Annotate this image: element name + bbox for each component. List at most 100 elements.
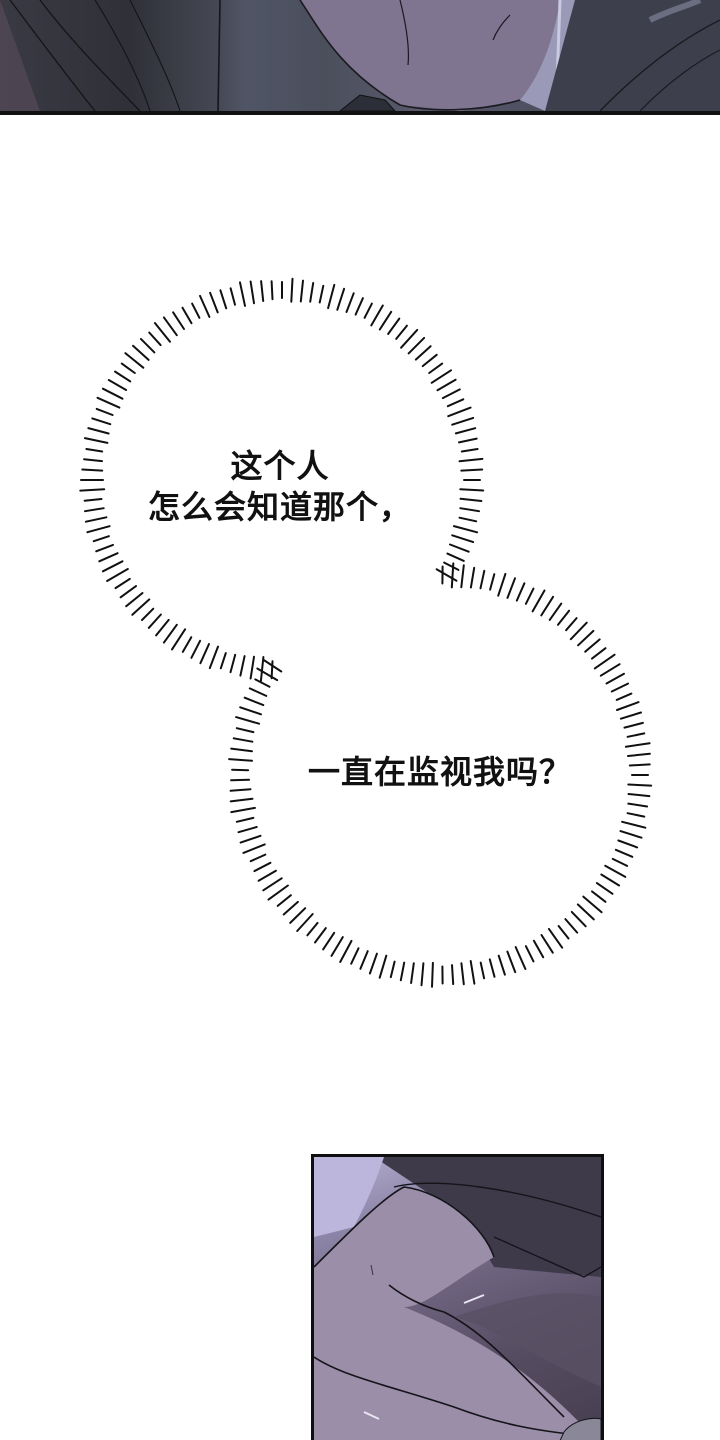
bubble-tick [488, 958, 496, 978]
bubble-tick [318, 284, 325, 304]
bubble-tick [524, 945, 535, 963]
bubble-tick [621, 820, 647, 829]
bubble-tick [314, 927, 327, 944]
bubble-tick [101, 387, 124, 400]
bubble-tick [450, 562, 455, 589]
bubble-tick [557, 925, 570, 940]
bubble-tick [582, 895, 603, 914]
bubble-tick [378, 310, 393, 331]
bubble-tick [242, 843, 266, 854]
bubble-tick [153, 322, 171, 343]
bubble-tick [460, 564, 465, 589]
bubble-tick [229, 653, 237, 674]
bubble-tick [267, 884, 289, 901]
bubble-tick [239, 655, 246, 677]
bubble-tick [289, 907, 307, 924]
bubble-tick [615, 692, 633, 701]
bubble-1-line-2: 怎么会知道那个， [147, 488, 412, 526]
bubble-tick [147, 613, 162, 629]
bubble-tick [239, 834, 262, 844]
bubble-tick [600, 873, 621, 887]
bubble-tick [616, 701, 640, 711]
bubble-tick [229, 287, 236, 306]
bubble-tick [420, 962, 425, 987]
bubble-tick [623, 721, 644, 729]
bubble-tick [248, 687, 268, 697]
bubble-tick [460, 448, 479, 453]
bubble-tick [436, 378, 457, 392]
bubble-tick [350, 947, 360, 965]
bubble-tick [249, 655, 255, 680]
bubble-tick [497, 572, 507, 597]
bubble-tick [506, 950, 517, 974]
bubble-tick [228, 758, 253, 762]
bubble-tick [506, 577, 516, 599]
bubble-tick [458, 457, 484, 463]
bubble-tick [451, 534, 475, 544]
bubble-tick [235, 816, 255, 823]
bubble-tick [619, 711, 642, 720]
bubble-tick [101, 560, 124, 573]
bubble-tick [359, 950, 369, 970]
bubble-tick [460, 468, 484, 472]
bubble-tick [479, 961, 486, 980]
bubble-tick [125, 592, 144, 608]
bubble-tick [87, 427, 110, 435]
bubble-tick [141, 607, 155, 621]
bubble-tick [120, 362, 136, 374]
bubble-tick [306, 921, 319, 937]
bubble-tick [92, 535, 110, 543]
bubble-tick [219, 289, 228, 310]
bubble-tick [119, 585, 137, 599]
bubble-tick [262, 659, 283, 673]
thought-bubble-2-text: 一直在监视我吗？ [295, 752, 585, 793]
bubble-tick [354, 297, 364, 316]
bubble-tick [254, 678, 271, 688]
chin-neck-illustration [0, 0, 720, 111]
bubble-tick [454, 427, 477, 435]
bubble-tick [414, 345, 432, 361]
bubble-tick [259, 656, 265, 682]
bubble-tick [469, 566, 476, 589]
bubble-tick [451, 964, 455, 986]
bubble-tick [531, 589, 546, 613]
bubble-tick [249, 280, 255, 305]
bubble-tick [124, 352, 145, 369]
bubble-tick [131, 598, 151, 616]
bubble-tick [81, 468, 104, 472]
bubble-tick [469, 960, 476, 985]
bubble-tick [532, 939, 545, 959]
bubble-tick [270, 280, 274, 301]
bubble-tick [155, 618, 170, 637]
bubble-tick [459, 507, 480, 513]
bubble-tick [627, 783, 653, 787]
bubble-tick [171, 628, 187, 651]
thought-bubble-1-text: 这个人 怎么会知道那个， [130, 446, 430, 528]
bubble-tick [565, 617, 578, 632]
bubble-tick [260, 280, 265, 302]
bubble-tick [243, 696, 265, 707]
bubble-tick [230, 806, 256, 814]
bubble-tick [540, 595, 555, 617]
bubble-tick [132, 344, 150, 361]
bubble-tick [458, 516, 478, 523]
bubble-tick [628, 763, 651, 767]
bubble-tick [339, 939, 353, 963]
bubble-tick [299, 279, 304, 303]
bubble-tick [389, 960, 396, 979]
bubble-tick [239, 706, 262, 716]
bubble-tick [446, 398, 465, 408]
bubble-tick [237, 826, 258, 834]
bubble-tick [199, 294, 211, 318]
bubble-tick [460, 962, 465, 986]
bubble-tick [626, 732, 646, 738]
bubble-tick [232, 737, 254, 743]
bubble-tick [290, 277, 294, 303]
bubble-tick [431, 961, 434, 988]
bubble-tick [239, 281, 246, 307]
bubble-tick [399, 961, 406, 982]
bubble-tick [540, 934, 554, 954]
bubble-tick [410, 962, 415, 984]
bubble-tick [446, 552, 465, 562]
bubble-tick [83, 498, 103, 502]
